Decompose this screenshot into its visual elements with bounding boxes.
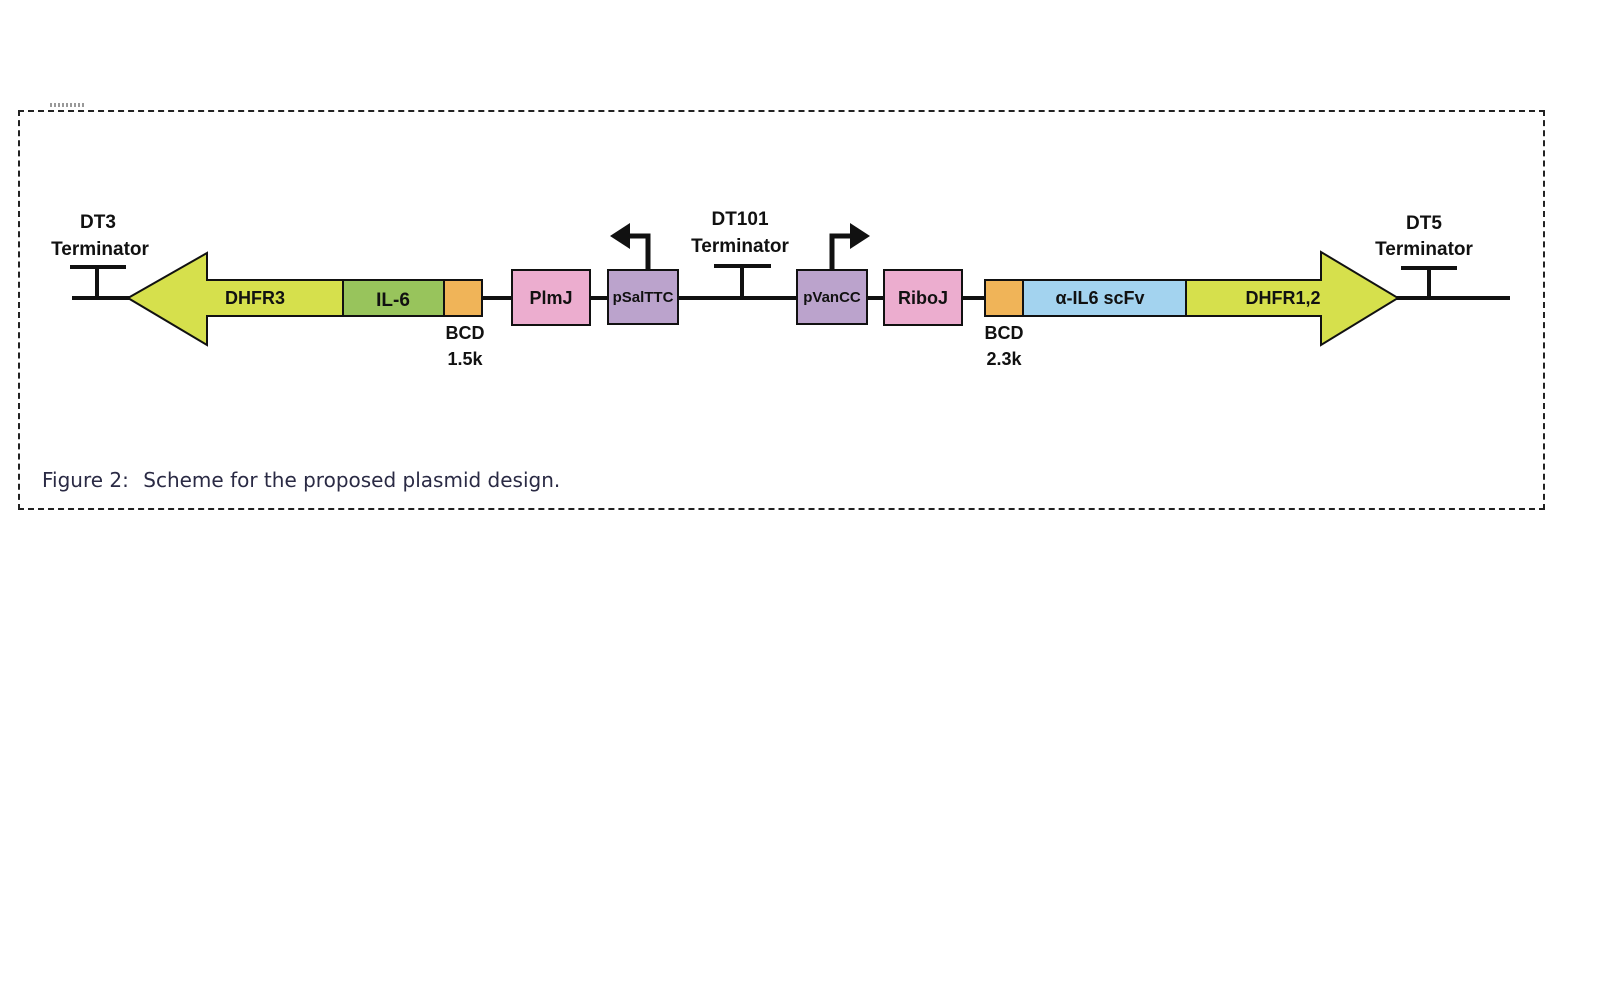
dt5-terminator: DT5 Terminator	[1375, 213, 1474, 298]
dhfr12-label: DHFR1,2	[1245, 288, 1320, 308]
dt101-terminator: DT101 Terminator	[691, 209, 790, 298]
riboj-block: RiboJ	[883, 269, 963, 326]
dhfr12-arrow: DHFR1,2	[1185, 250, 1400, 347]
caption-label: Figure 2:	[42, 468, 129, 492]
bcd-left-name: BCD	[446, 323, 485, 343]
bcd-right-block: BCD 2.3k	[984, 279, 1024, 369]
scfv-block: α-IL6 scFv	[1022, 279, 1187, 317]
pvancc-block: pVanCC	[796, 269, 868, 325]
il6-label: IL-6	[376, 290, 410, 311]
dt101-kind: Terminator	[691, 236, 789, 257]
bcd-left-block: BCD 1.5k	[443, 279, 485, 369]
pvancc-promoter-arrow-icon	[829, 223, 870, 270]
plmj-block: PlmJ	[511, 269, 591, 326]
plmj-label: PlmJ	[529, 288, 572, 308]
dt101-name: DT101	[711, 209, 768, 230]
figure-caption: Figure 2: Scheme for the proposed plasmi…	[42, 468, 560, 492]
dt5-name: DT5	[1406, 213, 1442, 234]
corner-watermark	[50, 103, 86, 107]
psalttc-promoter-arrow-icon	[610, 223, 651, 270]
bcd-right-size: 2.3k	[986, 349, 1022, 369]
dt3-terminator: DT3 Terminator	[51, 212, 150, 298]
riboj-label: RiboJ	[898, 288, 948, 308]
psalttc-block: pSalTTC	[607, 269, 679, 325]
psalttc-label: pSalTTC	[613, 289, 674, 306]
il6-block: IL-6	[342, 279, 445, 317]
caption-text: Scheme for the proposed plasmid design.	[143, 468, 561, 492]
dhfr3-label: DHFR3	[225, 288, 285, 308]
bcd-left-size: 1.5k	[447, 349, 483, 369]
bcd-right-name: BCD	[985, 323, 1024, 343]
scfv-label: α-IL6 scFv	[1055, 288, 1144, 308]
dt3-kind: Terminator	[51, 239, 149, 260]
dt3-name: DT3	[80, 212, 116, 233]
dhfr3-arrow: DHFR3	[126, 251, 344, 347]
figure-frame	[18, 110, 1545, 510]
dt5-kind: Terminator	[1375, 239, 1473, 260]
pvancc-label: pVanCC	[803, 289, 861, 306]
